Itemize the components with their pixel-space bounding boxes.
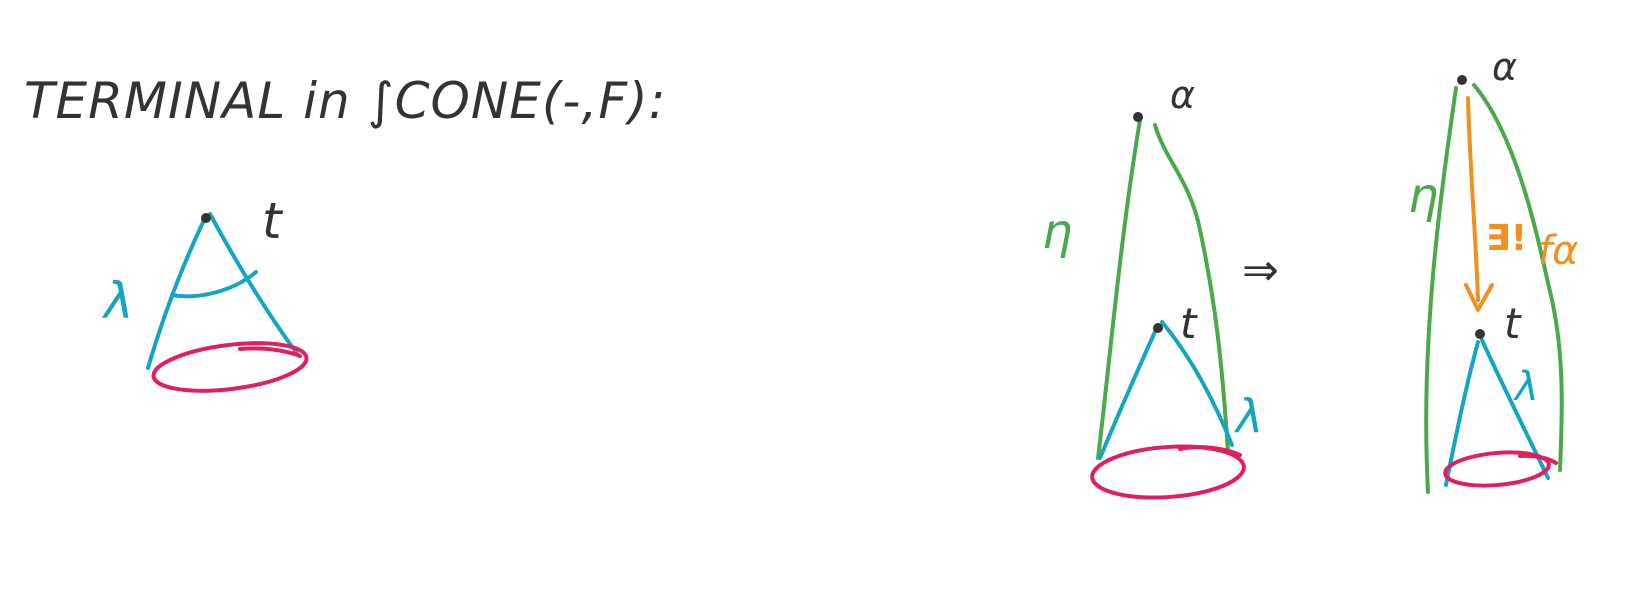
implies-symbol: ⇒ <box>1242 245 1279 296</box>
cone-lambda-diagram: t λ <box>101 192 309 393</box>
cone-lambda-left-edge-3 <box>1444 340 1480 487</box>
apex-t-label-2: t <box>1180 299 1198 348</box>
apex-alpha-label: α <box>1170 73 1195 117</box>
cone-eta-right-edge-3 <box>1472 83 1564 472</box>
cone-lambda-base <box>151 341 309 393</box>
unique-morphism-arrow-shaft <box>1466 96 1480 302</box>
cone-eta-label-3: η <box>1408 168 1438 224</box>
unique-morphism-arrow-head <box>1464 283 1494 312</box>
cone-lambda-right-edge <box>208 212 300 357</box>
cone-eta-label: η <box>1042 204 1072 260</box>
apex-t-dot-3 <box>1475 329 1485 339</box>
cone-eta-diagram: α t η λ <box>1042 73 1263 500</box>
factorization-base-overlap <box>1518 453 1558 465</box>
apex-t-dot-2 <box>1153 323 1163 333</box>
cone-lambda-label-2: λ <box>1233 389 1263 443</box>
exists-unique-label: ∃! <box>1486 218 1527 259</box>
cone-lambda-right-edge-2 <box>1160 320 1234 447</box>
apex-alpha-dot <box>1133 112 1143 122</box>
cone-eta-left-edge <box>1096 118 1142 460</box>
f-alpha-label: fα <box>1538 228 1578 274</box>
cone-eta-base-overlap <box>1178 445 1242 457</box>
factorization-base <box>1443 450 1551 488</box>
apex-alpha-dot-3 <box>1457 75 1467 85</box>
apex-alpha-label-3: α <box>1492 45 1517 89</box>
cone-eta-left-edge-3 <box>1424 86 1458 494</box>
cone-lambda-cross-arc <box>170 270 258 299</box>
factorization-diagram: α t η λ ∃! fα <box>1408 45 1578 494</box>
cone-lambda-label-3: λ <box>1513 364 1539 410</box>
cone-lambda-right-edge-3 <box>1480 338 1550 480</box>
cone-lambda-left-edge <box>146 216 207 370</box>
cone-eta-right-edge <box>1153 123 1230 454</box>
cone-eta-base <box>1090 444 1246 500</box>
apex-t-label-3: t <box>1504 299 1522 348</box>
page-title: TERMINAL in ∫CONE(-,F): <box>24 72 666 130</box>
cone-lambda-left-edge-2 <box>1098 323 1160 460</box>
apex-t-dot <box>201 213 211 223</box>
cone-lambda-base-overlap <box>238 346 302 358</box>
apex-t-label: t <box>262 192 284 250</box>
cone-lambda-label: λ <box>101 272 134 330</box>
